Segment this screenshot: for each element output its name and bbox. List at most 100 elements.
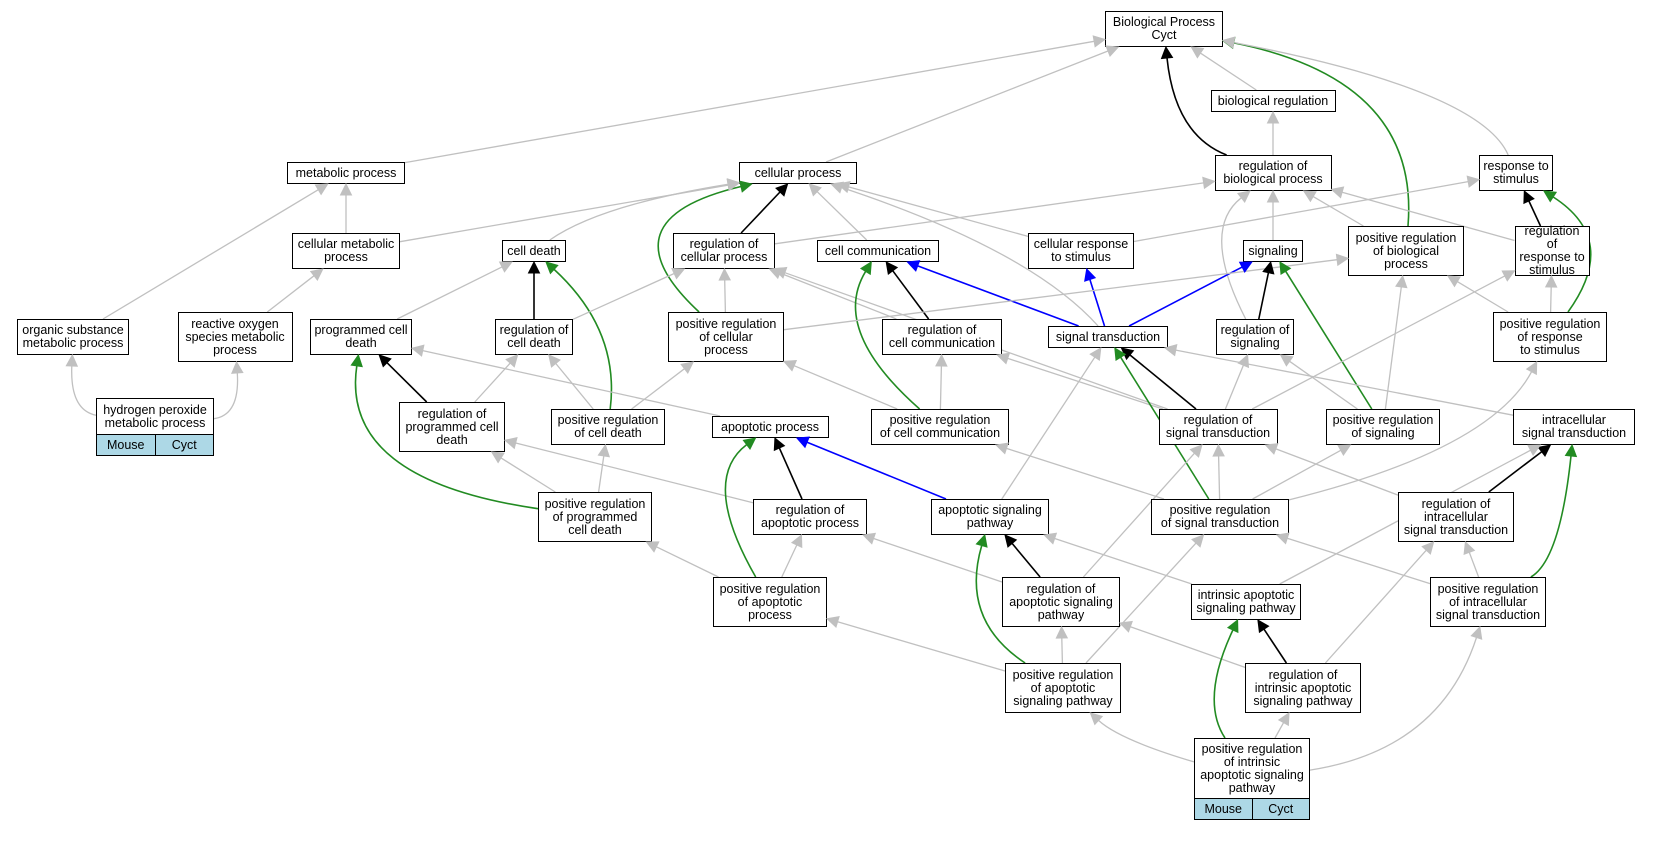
go-term-node[interactable]: regulation of cellular process — [673, 233, 775, 269]
organism-cell: Mouse — [106, 437, 145, 452]
go-term-node[interactable]: signaling — [1243, 240, 1303, 262]
arrowhead — [1264, 443, 1279, 455]
arrowhead — [1275, 532, 1290, 545]
edge-gray — [71, 365, 97, 416]
go-term-node[interactable]: cell death — [502, 240, 566, 262]
edge-gray — [825, 50, 1109, 163]
edge-gray — [396, 266, 503, 320]
go-term-node[interactable]: programmed cell death — [310, 319, 412, 355]
edge-gray — [555, 363, 594, 410]
edge-green — [1552, 196, 1592, 313]
arrowhead — [790, 533, 803, 549]
edge-gray — [1221, 197, 1247, 320]
go-term-node[interactable]: positive regulation of programmed cell d… — [538, 492, 652, 542]
edge-gray — [474, 362, 511, 403]
edge-gray — [1130, 626, 1246, 669]
edge-gray — [1275, 448, 1399, 496]
go-term-node[interactable]: regulation of signaling — [1216, 319, 1294, 355]
edge-gray — [1274, 722, 1285, 739]
arrowhead — [1335, 253, 1350, 267]
go-term-node[interactable]: regulation of cell death — [495, 319, 573, 355]
edge-green — [975, 545, 1026, 664]
edge-gray — [266, 275, 315, 313]
edge-gray — [779, 272, 897, 320]
go-term-node[interactable]: cell communication — [817, 240, 939, 262]
arrowhead — [410, 344, 425, 357]
edge-gray — [1054, 537, 1193, 585]
organism-cell: Cyct — [1251, 799, 1310, 819]
go-term-node[interactable]: apoptotic process — [711, 416, 829, 438]
go-term-node[interactable]: Biological Process Cyct — [1105, 11, 1223, 47]
go-term-node[interactable]: signal transduction — [1048, 326, 1168, 348]
edge-green — [854, 270, 921, 410]
go-term-node[interactable]: regulation of cell communication — [882, 319, 1002, 355]
arrowhead — [1466, 175, 1481, 188]
go-term-node[interactable]: positive regulation of biological proces… — [1348, 226, 1464, 276]
go-term-node[interactable]: reactive oxygen species metabolic proces… — [177, 312, 293, 362]
arrowhead — [1092, 35, 1107, 48]
go-term-node[interactable]: positive regulation of cellular process — [668, 312, 784, 362]
go-term-node[interactable]: positive regulation of apoptotic process — [713, 577, 827, 627]
edge-gray — [1549, 286, 1552, 313]
go-term-node[interactable]: cellular process — [739, 162, 857, 184]
edge-blue — [1128, 266, 1243, 327]
edge-gray — [1309, 637, 1478, 771]
arrowhead — [1421, 541, 1435, 555]
arrowhead — [1114, 347, 1127, 362]
arrowhead — [1277, 712, 1290, 727]
go-term-node[interactable]: regulation of intrinsic apoptotic signal… — [1245, 663, 1361, 713]
go-term-node[interactable]: cellular metabolic process — [292, 233, 400, 269]
go-term-label: positive regulation of intrinsic apoptot… — [1200, 741, 1304, 795]
go-term-node[interactable]: regulation of programmed cell death — [399, 402, 505, 452]
go-term-node[interactable]: positive regulation of response to stimu… — [1493, 312, 1607, 362]
edge-gray — [1288, 371, 1533, 501]
go-term-node[interactable]: regulation of signal transduction — [1158, 409, 1278, 445]
edge-gray — [793, 365, 898, 410]
go-term-node[interactable]: intracellular signal transduction — [1513, 409, 1635, 445]
arrowhead — [350, 353, 363, 368]
go-term-node[interactable]: positive regulation of signaling — [1326, 409, 1440, 445]
arrowhead — [1055, 625, 1069, 639]
go-term-node[interactable]: positive regulation of intracellular sig… — [1430, 577, 1546, 627]
arrowhead — [1542, 190, 1558, 203]
arrowhead — [862, 532, 877, 545]
go-term-node[interactable]: positive regulation of signal transducti… — [1151, 499, 1289, 535]
go-term-node[interactable]: regulation of response to stimulus — [1514, 225, 1590, 277]
arrowhead — [830, 181, 845, 194]
go-term-node[interactable]: positive regulation of apoptotic signali… — [1005, 663, 1121, 713]
edge-gray — [1251, 275, 1506, 410]
edge-gray — [1287, 537, 1431, 585]
go-term-node[interactable]: positive regulation of cell death — [551, 409, 665, 445]
go-term-node[interactable]: response to stimulus — [1479, 155, 1553, 191]
go-term-node[interactable]: regulation of intracellular signal trans… — [1398, 492, 1514, 542]
edge-gray — [1468, 552, 1480, 578]
edge-gray — [102, 189, 319, 320]
arrowhead — [775, 183, 789, 197]
edge-gray — [597, 455, 605, 493]
arrowhead — [1523, 189, 1535, 205]
arrowhead — [1084, 267, 1097, 282]
go-term-node[interactable]: cellular response to stimulus — [1028, 233, 1134, 269]
go-term-node[interactable]: organic substance metabolic process — [17, 319, 129, 355]
go-term-node[interactable]: regulation of biological process — [1214, 155, 1332, 191]
organism-cell: Mouse — [1204, 801, 1243, 816]
go-term-node[interactable]: positive regulation of intrinsic apoptot… — [1194, 738, 1310, 820]
edge-gray — [1175, 349, 1514, 416]
edge-gray — [1061, 637, 1064, 664]
go-term-node[interactable]: regulation of apoptotic signaling pathwa… — [1002, 577, 1120, 627]
arrowhead — [490, 451, 505, 464]
go-term-node[interactable]: apoptotic signaling pathway — [931, 499, 1049, 535]
edge-gray — [404, 40, 1095, 164]
go-term-node[interactable]: intrinsic apoptotic signaling pathway — [1191, 584, 1301, 620]
go-term-node[interactable]: biological regulation — [1210, 90, 1336, 112]
arrowhead — [1262, 260, 1275, 275]
arrowhead — [671, 267, 686, 280]
edge-gray — [1324, 549, 1427, 664]
go-term-node[interactable]: regulation of apoptotic process — [753, 499, 867, 535]
arrowhead — [1470, 625, 1483, 640]
go-term-node[interactable]: positive regulation of cell communicatio… — [871, 409, 1009, 445]
edge-gray — [837, 621, 1006, 672]
